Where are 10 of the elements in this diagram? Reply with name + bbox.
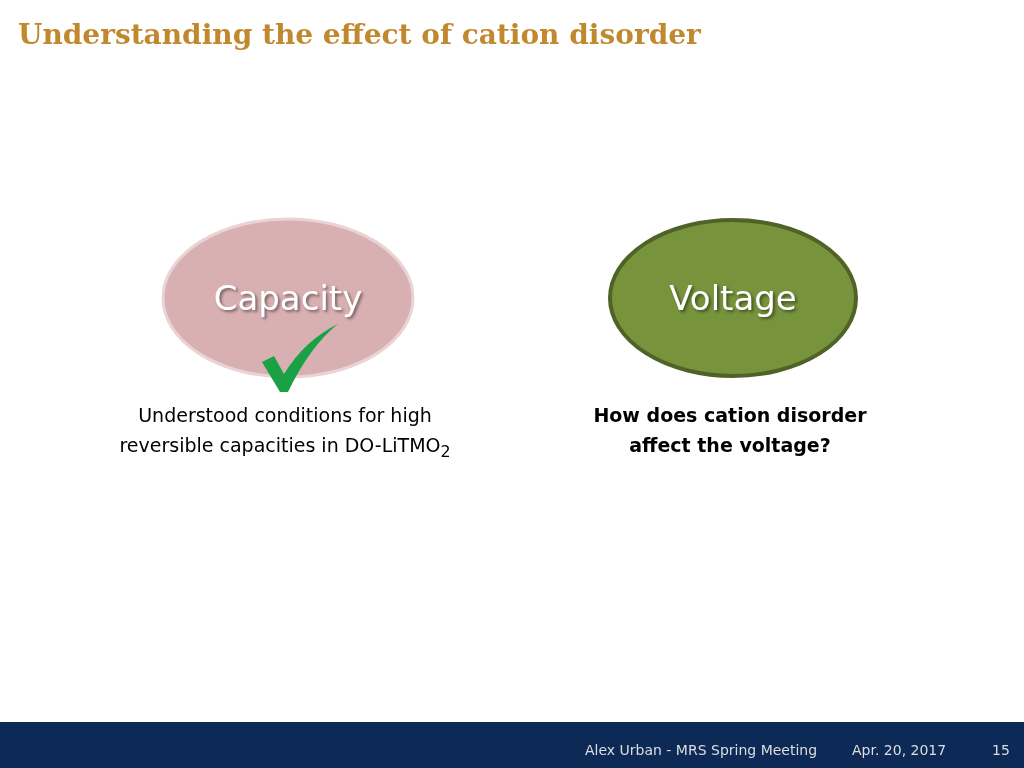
footer-text: Alex Urban - MRS Spring Meeting [585,742,818,758]
ellipse-node [606,216,860,380]
caption-text: Understood conditions for high reversible capacities in DO-LiTMO$_{2}$ [118,403,452,463]
node-label: Voltage [669,278,797,318]
ellipse-node [160,216,416,380]
footer-text: Apr. 20, 2017 [852,742,947,758]
node-label: Capacity [213,278,363,318]
caption-text: How does cation disorder affect the voltage? [592,403,868,458]
footer-text: 15 [992,742,1010,758]
slide-title: Understanding the effect of cation disorder [18,18,701,51]
